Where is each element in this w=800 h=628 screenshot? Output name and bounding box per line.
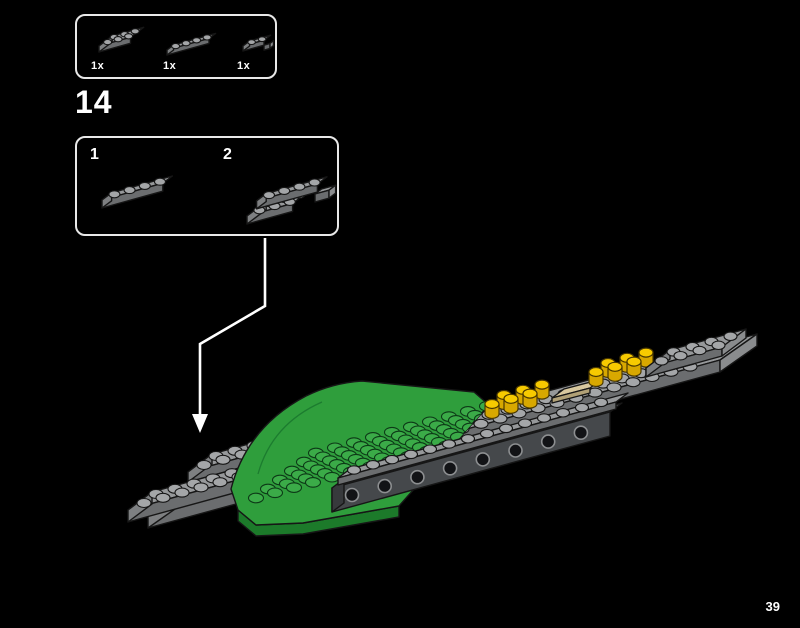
page-number: 39 xyxy=(765,599,780,614)
callout-part-2: 1x xyxy=(163,24,221,72)
plate-1x2-clip-icon xyxy=(242,34,275,52)
part-quantity: 1x xyxy=(237,60,251,72)
callout-part-1: 1x xyxy=(91,20,147,72)
substep-box: 1 2 xyxy=(75,136,339,236)
substep-part-assembly xyxy=(246,176,337,225)
pointer-arrow xyxy=(192,238,267,433)
substep-parts-illustration xyxy=(101,175,337,225)
part-quantity: 1x xyxy=(163,60,177,72)
parts-callout: 1x 1x xyxy=(75,14,277,79)
substep-2-label: 2 xyxy=(223,146,232,163)
callout-part-3: 1x xyxy=(237,28,279,72)
step-number: 14 xyxy=(75,84,113,120)
part-quantity: 1x xyxy=(91,60,105,72)
right-end-plate xyxy=(645,328,747,378)
substep-1-label: 1 xyxy=(90,146,99,163)
plate-2x3-icon xyxy=(98,26,145,53)
top-plate-strip xyxy=(337,392,629,486)
plate-1x4-icon xyxy=(166,32,217,56)
green-curved-plates xyxy=(230,380,490,537)
substep-part-1x4-plate xyxy=(101,175,174,209)
yellow-round-parts xyxy=(484,347,654,420)
